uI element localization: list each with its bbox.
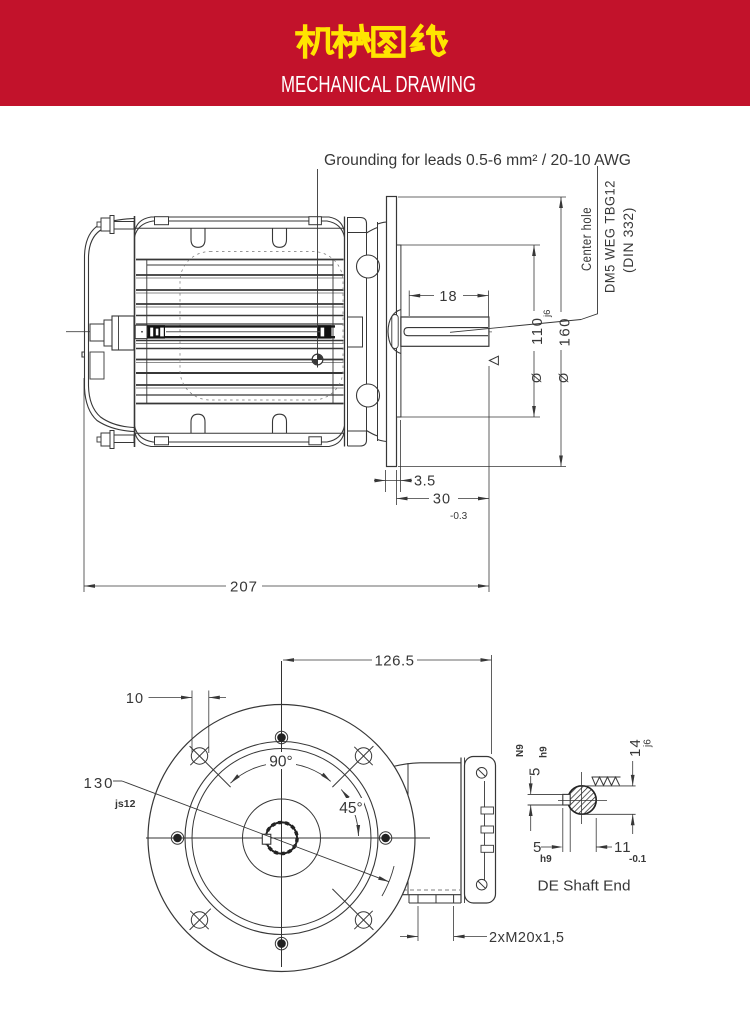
svg-text:DE Shaft End: DE Shaft End xyxy=(538,878,631,895)
svg-text:Ø: Ø xyxy=(529,373,544,383)
svg-text:130: 130 xyxy=(83,775,114,792)
svg-text:110: 110 xyxy=(529,317,546,345)
svg-text:18: 18 xyxy=(439,289,457,305)
svg-text:90°: 90° xyxy=(269,754,292,771)
svg-text:11: 11 xyxy=(614,839,632,856)
svg-text:30: 30 xyxy=(433,492,451,508)
svg-text:j6: j6 xyxy=(643,739,654,748)
svg-text:5: 5 xyxy=(527,768,544,776)
svg-text:Ø: Ø xyxy=(556,373,571,383)
svg-text:(DIN 332): (DIN 332) xyxy=(621,207,636,273)
svg-text:5: 5 xyxy=(533,839,541,856)
svg-text:-0.3: -0.3 xyxy=(450,511,468,522)
svg-text:10: 10 xyxy=(126,691,144,707)
svg-text:MECHANICAL DRAWING: MECHANICAL DRAWING xyxy=(281,71,476,97)
svg-text:2xM20x1,5: 2xM20x1,5 xyxy=(489,930,564,946)
svg-text:Grounding for leads 0.5-6 mm²: Grounding for leads 0.5-6 mm² / 20-10 AW… xyxy=(324,152,631,169)
svg-text:h9: h9 xyxy=(539,746,550,758)
svg-text:45°: 45° xyxy=(339,800,362,817)
svg-text:207: 207 xyxy=(230,579,258,596)
svg-text:3.5: 3.5 xyxy=(414,474,436,490)
svg-text:j6: j6 xyxy=(542,310,553,318)
svg-text:14: 14 xyxy=(627,738,644,757)
svg-text:N9: N9 xyxy=(515,744,526,757)
svg-text:-0.1: -0.1 xyxy=(629,854,647,865)
svg-text:DM5 WEG TBG12: DM5 WEG TBG12 xyxy=(603,180,618,293)
svg-text:126.5: 126.5 xyxy=(374,653,414,670)
svg-text:h9: h9 xyxy=(540,854,552,865)
svg-text:Center hole: Center hole xyxy=(579,207,594,271)
svg-text:js12: js12 xyxy=(114,798,136,810)
svg-text:160: 160 xyxy=(557,317,574,347)
